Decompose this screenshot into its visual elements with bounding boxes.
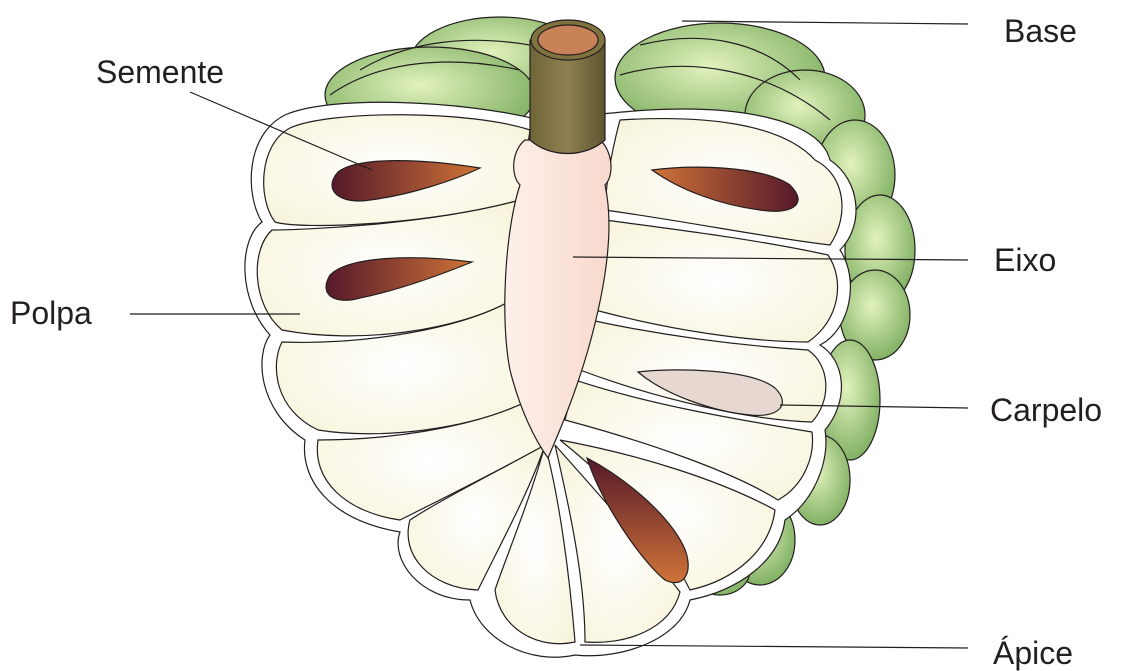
label-polpa: Polpa (10, 295, 92, 331)
label-base: Base (1004, 13, 1077, 49)
label-apice: Ápice (993, 635, 1073, 671)
label-carpelo: Carpelo (990, 392, 1102, 428)
label-semente: Semente (96, 54, 224, 90)
label-eixo: Eixo (994, 242, 1056, 278)
stem (530, 20, 605, 154)
